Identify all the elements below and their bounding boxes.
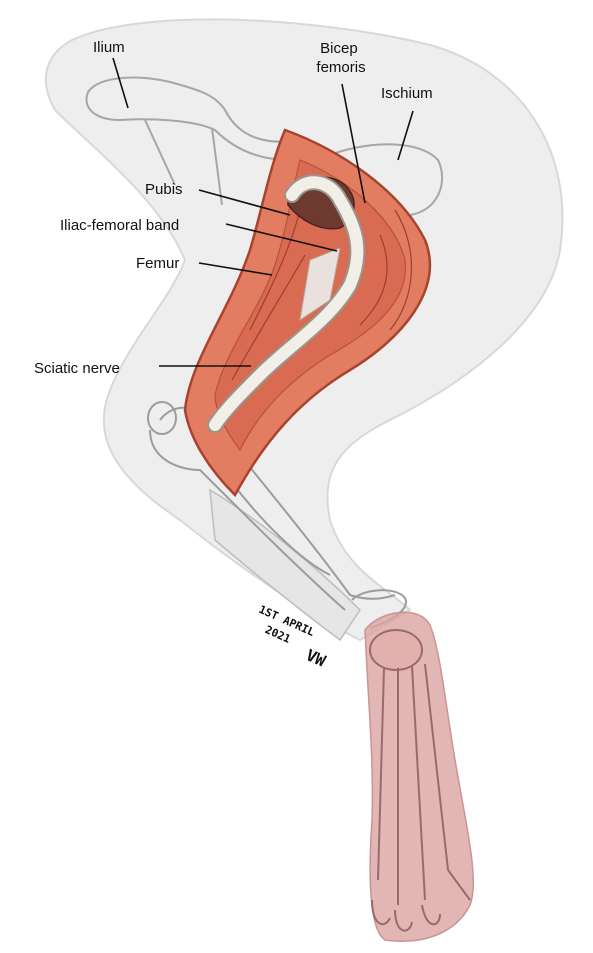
ischium-leader <box>397 110 414 161</box>
tibia-inner <box>229 479 331 576</box>
signature-initials: VW <box>303 645 329 670</box>
shin-silhouette <box>209 488 361 642</box>
sciatic-nerve-group <box>207 174 366 433</box>
pelvis-strut <box>211 127 223 206</box>
bicep-leader <box>341 83 366 204</box>
metatarsal-1 <box>377 667 385 881</box>
ilium-leader <box>112 57 129 109</box>
sciatic-nerve <box>209 176 364 431</box>
femur-leader <box>198 262 273 276</box>
pubis-leader <box>198 189 291 216</box>
metatarsal-4 <box>424 663 449 871</box>
label-ischium: Ischium <box>381 85 433 102</box>
muscle-striation-1 <box>249 209 301 331</box>
label-iliac-femoral-band: Iliac-femoral band <box>60 217 179 234</box>
muscle-striation-3 <box>359 234 388 326</box>
iliac-femoral-leader <box>225 223 338 252</box>
foot <box>364 611 475 942</box>
label-ilium: Ilium <box>93 39 125 56</box>
label-pubis: Pubis <box>145 181 183 198</box>
label-bicep-femoris: Bicep femoris <box>316 40 365 76</box>
label-bicep-line2: femoris <box>316 59 365 76</box>
label-sciatic-nerve: Sciatic nerve <box>34 360 120 377</box>
toe-tip-4 <box>447 869 471 901</box>
leader-lines <box>112 57 414 367</box>
ankle-bone <box>369 629 423 671</box>
toe-tip-2 <box>394 909 413 932</box>
knee-cap <box>147 401 177 435</box>
label-femur: Femur <box>136 255 179 272</box>
fibula-bone <box>149 429 346 611</box>
toe-tip-3 <box>421 904 441 926</box>
muscle-striation-2 <box>231 254 306 381</box>
metatarsal-3 <box>411 665 426 901</box>
toe-tip-1 <box>371 899 391 926</box>
pelvis-strut-2 <box>144 119 176 186</box>
muscle-striation-4 <box>389 209 412 331</box>
label-bicep-line1: Bicep <box>320 40 358 57</box>
labels: Ilium Bicep femoris Ischium Pubis Iliac-… <box>34 39 433 377</box>
